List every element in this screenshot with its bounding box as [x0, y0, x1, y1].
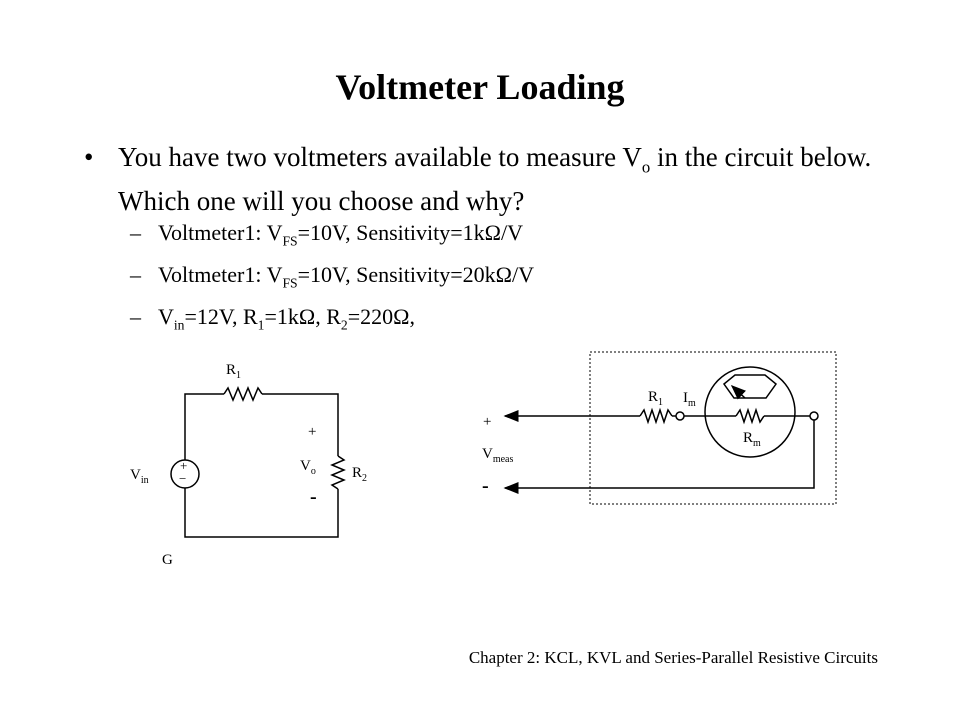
vmeas-label: Vmeas	[482, 446, 513, 465]
im-label: Im	[683, 390, 696, 409]
vo-minus: -	[310, 486, 317, 508]
source-plus: +	[180, 458, 187, 473]
vo-plus: +	[308, 424, 316, 440]
resistor-r2-zigzag	[330, 455, 346, 490]
slide-title: Voltmeter Loading	[335, 67, 625, 107]
bullet-marker: •	[84, 142, 94, 172]
voltmeter-boundary	[589, 351, 837, 505]
rm-label: Rm	[743, 430, 761, 449]
meter-movement-circle	[704, 366, 796, 458]
node-right	[809, 411, 819, 421]
wire-top-left	[184, 393, 224, 460]
chapter-footer: Chapter 2: KCL, KVL and Series-Parallel …	[468, 648, 878, 667]
meter-needle	[730, 384, 746, 400]
vin-label: Vin	[130, 467, 149, 486]
ground-label: G	[162, 552, 173, 568]
vmeas-minus: -	[482, 475, 489, 497]
divider-circuit	[170, 386, 346, 538]
vmeas-plus: +	[483, 414, 491, 430]
wire-top-right	[262, 393, 339, 456]
voltmeter-model-circuit	[503, 366, 819, 494]
resistor-r1-zigzag	[223, 386, 263, 402]
r2-label: R2	[352, 465, 367, 484]
vo-label: Vo	[300, 458, 316, 477]
r1-label: R1	[226, 362, 241, 381]
voltage-source-symbol	[170, 459, 200, 489]
main-bullet-text: You have two voltmeters available to mea…	[118, 142, 872, 217]
wire-bottom	[184, 488, 339, 538]
node-left	[675, 411, 685, 421]
resistor-rm-zigzag	[735, 407, 765, 425]
wire-return	[503, 420, 815, 494]
resistor-r1-zigzag	[639, 407, 673, 425]
source-minus: −	[179, 471, 186, 486]
r1-label: R1	[648, 389, 663, 408]
